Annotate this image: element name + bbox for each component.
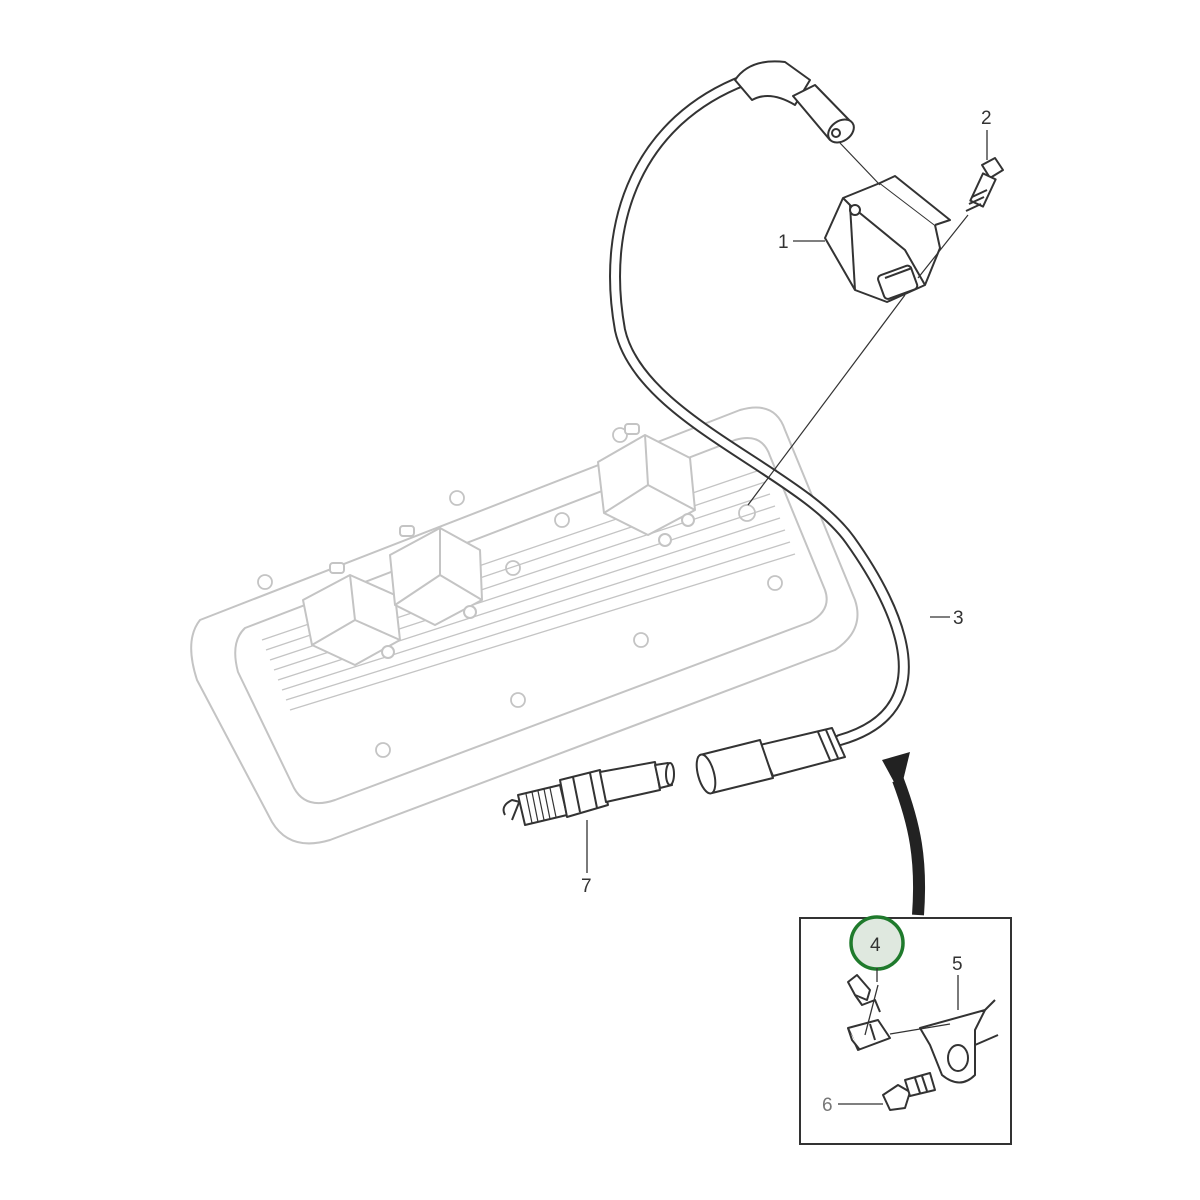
- reference-arrow-head: [882, 752, 910, 793]
- bracket-bolt: [882, 1072, 936, 1111]
- assembly-guide-lines: [747, 142, 969, 506]
- callout-3: 3: [953, 608, 964, 629]
- callout-2: 2: [981, 108, 992, 129]
- reference-arrow-shaft: [892, 777, 926, 916]
- leader-line-5-bracket: [889, 1023, 951, 1035]
- coil-bolt: [965, 157, 1004, 212]
- faded-coil-right: [597, 423, 696, 547]
- coil-end-boot: [734, 60, 855, 144]
- faded-coil-left: [302, 562, 401, 666]
- reference-arrow: [882, 752, 926, 916]
- callout-1: 1: [778, 232, 789, 253]
- faded-coil-middle: [389, 525, 483, 626]
- mounting-bracket: [919, 999, 999, 1084]
- callout-5: 5: [952, 954, 963, 975]
- callout-4: 4: [870, 935, 881, 956]
- leader-lines: [586, 130, 988, 873]
- spark-plug-threads: [525, 787, 557, 824]
- spark-plug: [502, 761, 675, 826]
- leader-line-4-clip: [864, 984, 879, 1036]
- faded-coil-group: [302, 423, 696, 666]
- valve-cover-inner-rim: [234, 437, 828, 804]
- spark-plug-wire: [609, 74, 910, 746]
- callout-7: 7: [581, 876, 592, 897]
- callout-6: 6: [822, 1095, 833, 1116]
- valve-cover-bolts: [257, 427, 783, 758]
- plug-end-boot: [695, 727, 846, 795]
- valve-cover-outline: [190, 406, 859, 845]
- wire-retaining-clip: [847, 974, 891, 1051]
- ignition-coil: [824, 175, 951, 303]
- inset-leader-lines: [838, 968, 959, 1105]
- spark-plug-wire-cable-inner: [611, 76, 908, 744]
